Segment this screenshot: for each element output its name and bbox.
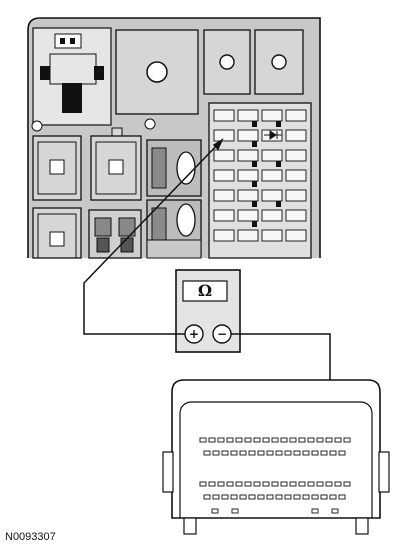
- large-relay: [115, 29, 199, 115]
- middle-relay: [90, 127, 142, 201]
- ohmmeter-display: [182, 280, 228, 302]
- positive-terminal-label: +: [188, 327, 200, 341]
- ohm-symbol: Ω: [197, 281, 213, 300]
- harness-connector: [162, 379, 390, 535]
- small-relay-2: [254, 29, 304, 95]
- mounting-hole: [144, 118, 156, 130]
- fuse-panel: [208, 102, 312, 259]
- negative-terminal-label: −: [216, 327, 228, 341]
- figure-id: N0093307: [5, 531, 56, 543]
- positive-lead: [83, 139, 223, 335]
- small-relay-1: [203, 29, 251, 95]
- left-relay-1: [32, 135, 82, 201]
- positive-lead-arrowhead: [212, 138, 224, 151]
- left-relay-2: [32, 207, 82, 259]
- fuse-relay-box: [27, 17, 321, 259]
- diode-symbol: [264, 130, 282, 140]
- top-left-connector: [32, 27, 112, 126]
- ohmmeter[interactable]: [175, 269, 241, 353]
- mounting-hole: [31, 120, 43, 132]
- diode-block-1: [146, 139, 202, 197]
- lower-relay: [146, 239, 202, 259]
